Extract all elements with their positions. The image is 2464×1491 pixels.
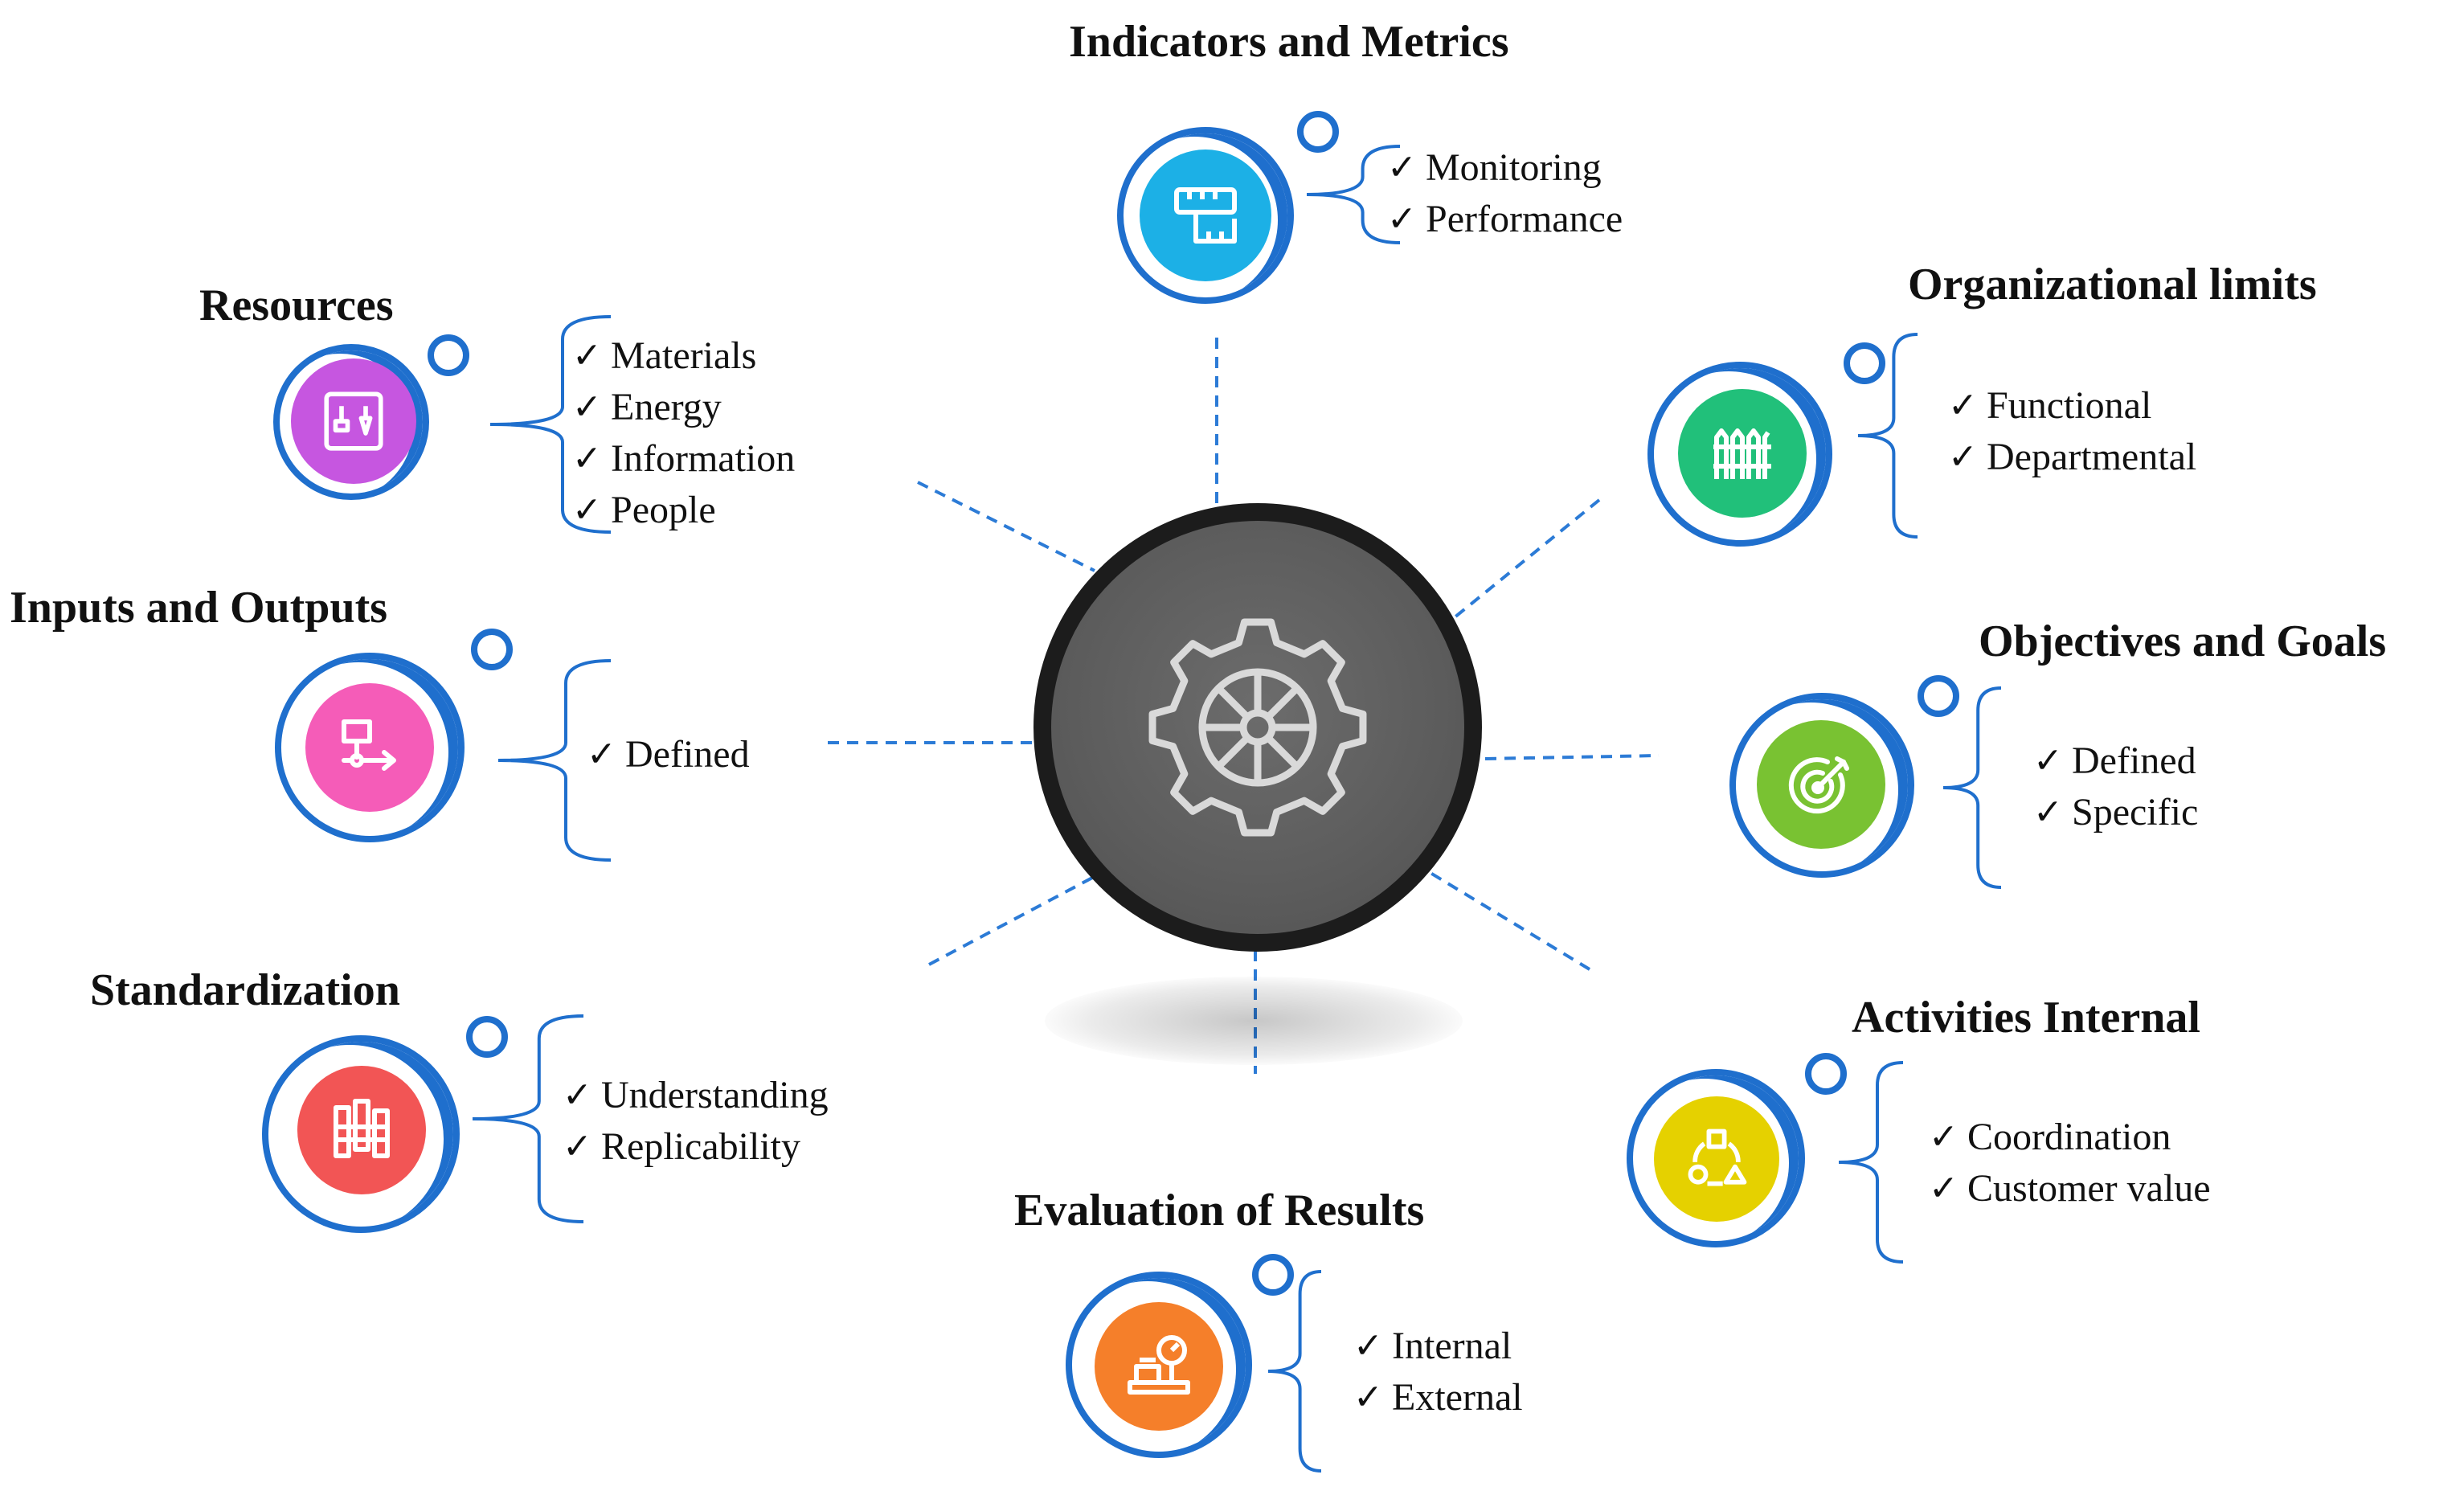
list-item: ✓Energy — [572, 385, 722, 428]
curly-bracket — [1306, 145, 1401, 244]
curly-bracket — [489, 315, 612, 534]
node-title: Evaluation of Results — [1014, 1186, 1425, 1235]
node-items: ✓Defined ✓Specific — [2033, 735, 2198, 838]
hub-shadow — [1045, 977, 1463, 1065]
gear-wheel-icon — [1148, 618, 1367, 837]
node-title: Resources — [199, 281, 394, 330]
measuring-tape-icon — [1140, 150, 1271, 281]
tools-panel-icon — [291, 358, 416, 484]
target-icon — [1757, 720, 1885, 849]
list-item: ✓External — [1353, 1375, 1523, 1419]
dashed-connector — [928, 868, 1108, 966]
list-item: ✓Information — [572, 436, 796, 480]
list-item: ✓Specific — [2033, 790, 2199, 834]
fence-icon — [1678, 389, 1807, 518]
shapes-cycle-icon — [1654, 1096, 1779, 1222]
dashed-connector — [1453, 498, 1601, 619]
icon-ring — [1627, 1069, 1805, 1247]
node-title: Objectives and Goals — [1979, 616, 2387, 666]
node-title: Indicators and Metrics — [1069, 17, 1509, 67]
small-ring-decoration — [1252, 1254, 1294, 1296]
list-item: ✓Internal — [1353, 1324, 1512, 1367]
icon-ring — [273, 344, 429, 500]
curly-bracket — [497, 659, 612, 862]
flow-arrow-icon — [305, 683, 434, 812]
small-ring-decoration — [428, 334, 469, 376]
list-item: ✓Departmental — [1948, 435, 2197, 478]
node-items: ✓Materials ✓Energy ✓Information ✓People — [572, 330, 795, 535]
dashed-connector — [1421, 866, 1591, 971]
small-ring-decoration — [1844, 342, 1885, 384]
curly-bracket — [1857, 333, 1918, 539]
node-title: Activities Internal — [1852, 993, 2200, 1042]
small-ring-decoration — [1297, 111, 1339, 153]
list-item: ✓Performance — [1387, 197, 1623, 240]
small-ring-decoration — [1805, 1053, 1847, 1095]
curly-bracket — [1838, 1061, 1904, 1264]
icon-ring — [262, 1035, 460, 1233]
node-items: ✓Understanding ✓Replicability — [563, 1069, 829, 1172]
list-item: ✓Monitoring — [1387, 145, 1602, 189]
scale-gauge-icon — [1095, 1302, 1223, 1431]
curly-bracket — [1267, 1270, 1322, 1473]
list-item: ✓Defined — [2033, 739, 2196, 782]
small-ring-decoration — [466, 1016, 508, 1058]
dashed-connector — [917, 481, 1095, 572]
list-item: ✓Materials — [572, 334, 757, 377]
list-item: ✓Defined — [587, 732, 750, 776]
curly-bracket — [472, 1014, 584, 1223]
curly-bracket — [1942, 686, 2002, 889]
small-ring-decoration — [1918, 675, 1959, 717]
icon-ring — [1066, 1272, 1252, 1458]
list-item: ✓Understanding — [563, 1073, 829, 1116]
node-items: ✓Internal ✓External — [1353, 1320, 1523, 1423]
node-items: ✓Functional ✓Departmental — [1948, 379, 2196, 482]
node-items: ✓Defined — [587, 728, 750, 780]
small-ring-decoration — [471, 629, 513, 670]
node-title: Inputs and Outputs — [10, 583, 388, 633]
node-items: ✓Coordination ✓Customer value — [1929, 1111, 2211, 1214]
central-hub — [1033, 503, 1482, 952]
dashed-connector — [1484, 754, 1660, 760]
list-item: ✓Coordination — [1929, 1115, 2171, 1158]
list-item: ✓Functional — [1948, 383, 2152, 427]
icon-ring — [275, 653, 465, 842]
node-items: ✓Monitoring ✓Performance — [1387, 141, 1623, 244]
list-item: ✓People — [572, 488, 716, 531]
node-title: Standardization — [90, 965, 400, 1015]
icon-ring — [1117, 127, 1294, 304]
icon-ring — [1729, 693, 1914, 878]
node-title: Organizational limits — [1908, 260, 2317, 309]
blocks-icon — [297, 1066, 426, 1194]
list-item: ✓Replicability — [563, 1124, 800, 1168]
icon-ring — [1647, 362, 1832, 547]
list-item: ✓Customer value — [1929, 1166, 2211, 1210]
